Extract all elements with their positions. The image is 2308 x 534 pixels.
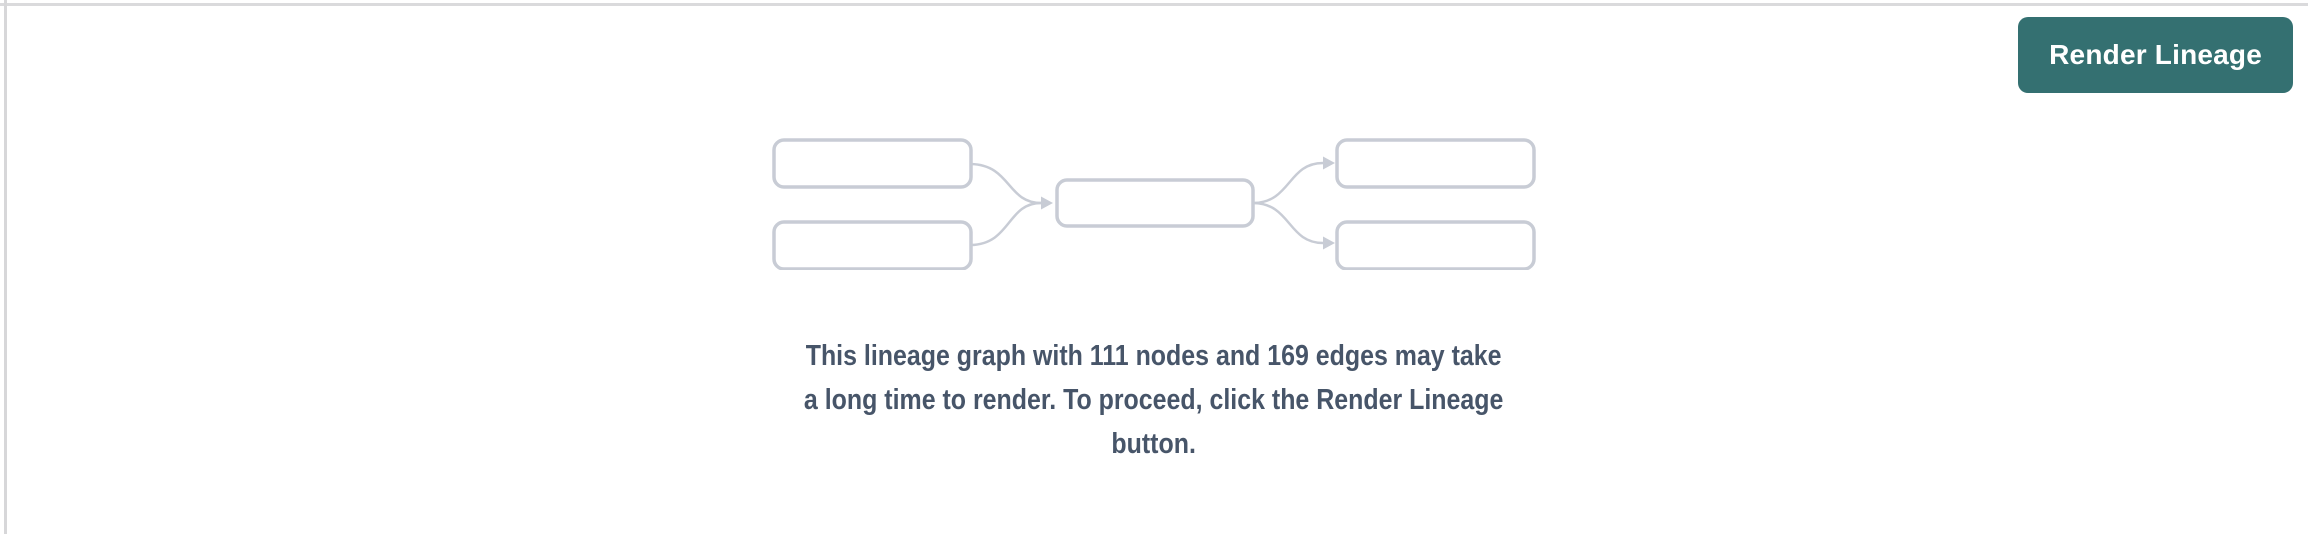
- placeholder-node-left-bottom: [772, 220, 973, 270]
- edge-middle-to-right-bottom: [1253, 201, 1324, 245]
- placeholder-node-middle: [1055, 178, 1255, 228]
- placeholder-arrowheads: [1041, 156, 1335, 250]
- lineage-warning-line-3: button.: [1111, 428, 1197, 460]
- placeholder-edges: [970, 161, 1324, 247]
- arrowhead-right-top: [1323, 156, 1335, 170]
- placeholder-nodes: [772, 138, 1536, 270]
- panel-left-border: [4, 0, 7, 534]
- empty-state: This lineage graph with 111 nodes and 16…: [0, 136, 2308, 466]
- lineage-warning-message: This lineage graph with 111 nodes and 16…: [804, 334, 1503, 466]
- lineage-graph-placeholder-icon: [772, 138, 1536, 270]
- arrowhead-right-bottom: [1323, 236, 1335, 250]
- arrowhead-middle: [1041, 196, 1053, 210]
- panel-top-border: [0, 3, 2308, 6]
- lineage-warning-line-2: a long time to render. To proceed, click…: [804, 384, 1504, 416]
- edge-middle-to-right-top: [1253, 161, 1324, 205]
- placeholder-node-right-top: [1335, 138, 1536, 189]
- edge-left-top-to-middle: [970, 162, 1042, 205]
- placeholder-node-right-bottom: [1335, 220, 1536, 270]
- placeholder-node-left-top: [772, 138, 973, 189]
- render-lineage-button[interactable]: Render Lineage: [2018, 17, 2293, 93]
- edge-left-bottom-to-middle: [970, 201, 1042, 247]
- lineage-warning-line-1: This lineage graph with 111 nodes and 16…: [806, 340, 1502, 372]
